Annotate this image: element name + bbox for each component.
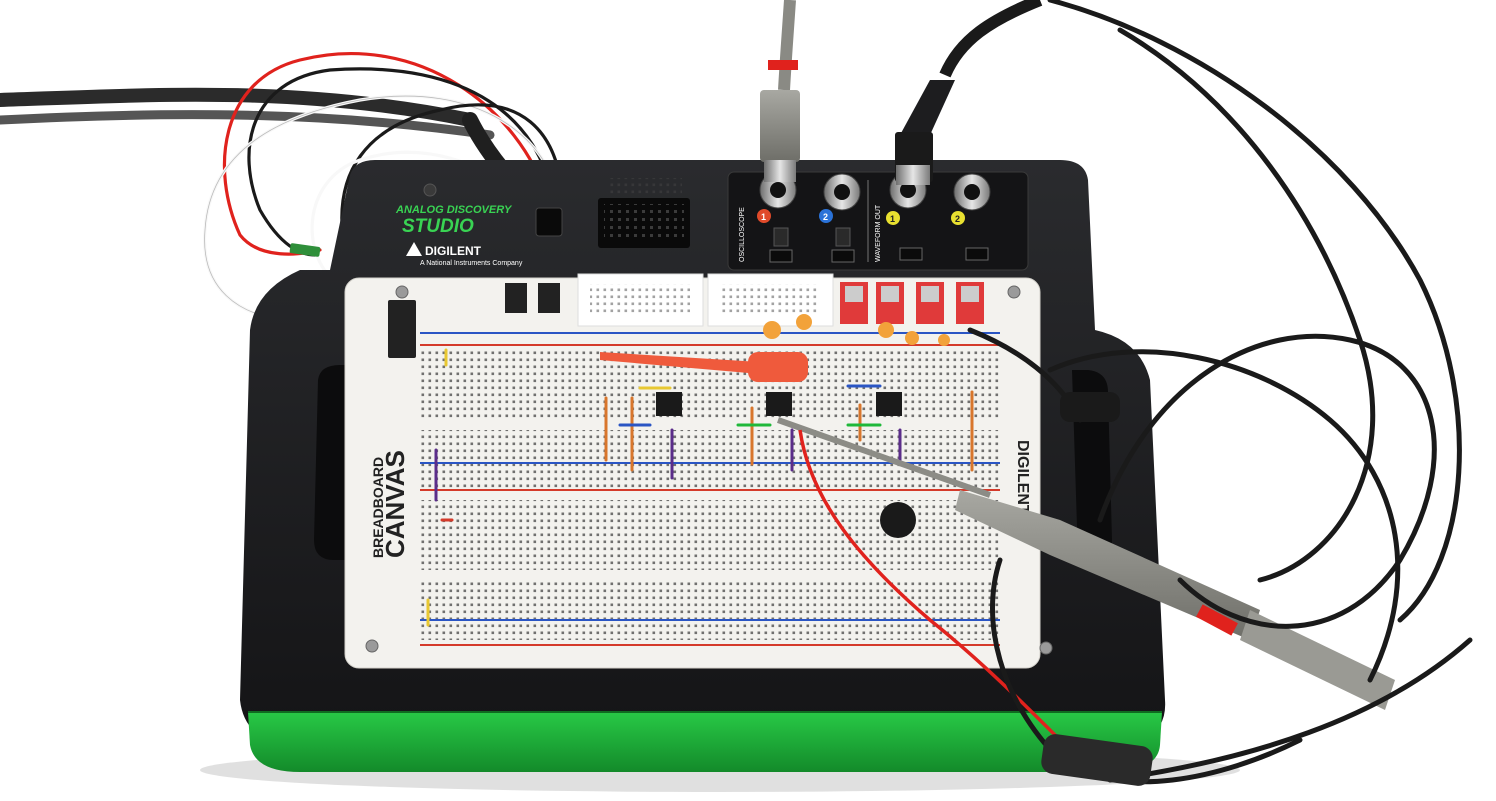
breadboard-side-brand: DIGILENT — [1014, 440, 1031, 515]
scope-ch2-number: 2 — [823, 212, 828, 222]
scope-ch2-marker — [819, 209, 833, 223]
scope-probe-cable — [760, 0, 800, 182]
screw — [1007, 285, 1021, 299]
wave-terminal[interactable] — [899, 247, 923, 261]
wave-terminal[interactable] — [965, 247, 989, 261]
probe-ground-clip — [1041, 392, 1153, 786]
probe-red-lead — [798, 429, 1072, 752]
scope-ch1-marker — [757, 209, 771, 223]
wave-ch1-number: 1 — [890, 214, 895, 224]
maker-tagline: A National Instruments Company — [420, 260, 523, 267]
bnc-scope-ch2[interactable] — [823, 173, 861, 211]
scope-terminal[interactable] — [769, 249, 793, 263]
breadboard: BREADBOARD CANVAS DIGILENT — [344, 273, 1053, 669]
jumper-wires — [426, 348, 974, 627]
analog-panel — [727, 171, 1029, 271]
bnc-wave-ch2[interactable] — [953, 173, 991, 211]
scope-ch1-number: 1 — [761, 212, 766, 222]
slide-switch[interactable] — [538, 283, 560, 313]
coiled-probe-cables — [967, 0, 1473, 785]
green-base — [248, 712, 1162, 772]
left-label-strip — [388, 300, 416, 358]
screw — [1039, 641, 1053, 655]
ic-chip — [876, 392, 902, 416]
digital-header[interactable] — [598, 198, 690, 248]
scope-switch[interactable] — [835, 227, 851, 247]
header-labels — [608, 178, 682, 196]
maker-name: DIGILENT — [425, 244, 482, 258]
brand-line1: ANALOG DISCOVERY — [395, 204, 513, 216]
scope-switch[interactable] — [773, 227, 789, 247]
ic-chip — [656, 392, 682, 416]
red-clip-probe — [600, 352, 808, 382]
slide-switch[interactable] — [505, 283, 527, 313]
digilent-logo-icon — [406, 242, 422, 256]
ic-chip — [766, 392, 792, 416]
scope-terminal[interactable] — [831, 249, 855, 263]
capacitors — [763, 314, 950, 346]
wave-ch2-marker — [951, 211, 965, 225]
wire-connector — [289, 243, 321, 257]
wave-ch1-marker — [886, 211, 900, 225]
waveform-out-label: WAVEFORM OUT — [875, 204, 882, 262]
screw — [395, 285, 409, 299]
status-led — [423, 183, 437, 197]
breadboard-name-line1: BREADBOARD — [370, 457, 386, 558]
top-panel: ANALOG DISCOVERY STUDIO DIGILENT A Natio… — [395, 171, 1029, 271]
screw — [365, 639, 379, 653]
power-jack[interactable] — [535, 207, 563, 237]
wave-ch2-number: 2 — [955, 214, 960, 224]
oscilloscope-label: OSCILLOSCOPE — [739, 207, 746, 262]
buzzer — [880, 502, 916, 538]
breadboard-name-line2: CANVAS — [380, 450, 410, 558]
scope-probe — [776, 417, 1395, 710]
waveform-cable — [895, 0, 1043, 185]
brand-line2: STUDIO — [402, 216, 474, 237]
